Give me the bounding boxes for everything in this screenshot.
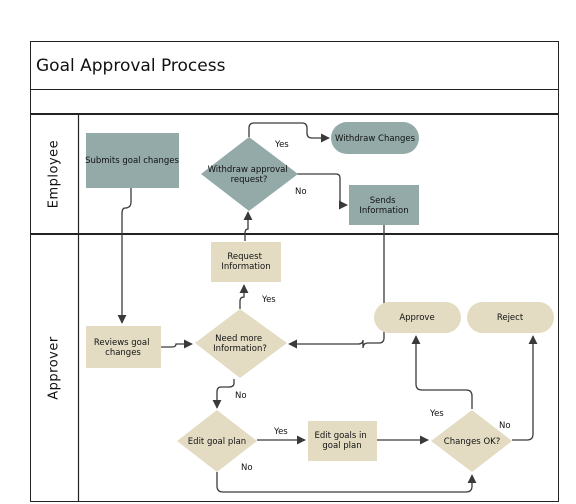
edge-label-changesok-no: No	[499, 421, 511, 431]
diagram-title: Goal Approval Process	[36, 56, 226, 76]
edge-label-needmore-no: No	[235, 391, 247, 401]
node-withdraw-approval-decision	[201, 137, 298, 211]
node-request-information	[211, 242, 281, 282]
edge-changesok-yes	[411, 335, 473, 409]
pool-frame	[30, 41, 559, 502]
node-reviews-goal-changes	[86, 326, 161, 368]
label-reviews-goal-changes: Reviews goal changes	[94, 338, 152, 358]
edge-label-editplan-no: No	[241, 463, 253, 473]
node-edit-goals-in-goal-plan	[308, 421, 377, 461]
lane-label-approver: Approver	[47, 336, 62, 400]
edge-changesok-no	[512, 335, 538, 441]
edge-reviews-to-needmore	[161, 339, 193, 349]
edge-submits-to-reviews	[117, 188, 132, 324]
label-withdraw-approval-decision: Withdraw approval request?	[208, 165, 291, 185]
label-submits-goal-changes: Submits goal changes	[85, 156, 179, 166]
edge-needmore-yes	[239, 284, 249, 309]
edge-sends-to-needmore	[288, 225, 385, 349]
node-sends-information	[349, 185, 419, 225]
node-approve	[374, 302, 461, 333]
label-changes-ok-decision: Changes OK?	[444, 437, 500, 447]
node-changes-ok-decision	[431, 410, 512, 472]
node-submits-goal-changes	[86, 133, 179, 188]
node-withdraw-changes	[331, 122, 419, 154]
label-need-more-information-decision: Need more Information?	[213, 334, 267, 354]
edge-label-needmore-yes: Yes	[261, 295, 276, 305]
edge-label-changesok-yes: Yes	[429, 409, 444, 419]
edge-withdraw-no	[297, 173, 348, 210]
edge-editplan-no	[216, 472, 477, 493]
label-reject: Reject	[497, 313, 524, 323]
edge-label-withdraw-yes: Yes	[274, 140, 289, 150]
label-approve: Approve	[399, 313, 434, 323]
node-need-more-information-decision	[195, 309, 287, 378]
edge-withdraw-yes	[248, 122, 330, 143]
node-edit-goal-plan-decision	[177, 410, 257, 472]
label-withdraw-changes: Withdraw Changes	[335, 134, 416, 144]
edge-label-editplan-yes: Yes	[273, 427, 288, 437]
edge-needmore-no	[212, 379, 235, 409]
edge-request-to-withdraw	[243, 211, 253, 241]
label-sends-information: Sends Information	[359, 196, 408, 216]
label-request-information: Request Information	[221, 252, 270, 272]
node-reject	[467, 302, 554, 333]
label-edit-goal-plan-decision: Edit goal plan	[188, 437, 246, 447]
edge-label-withdraw-no: No	[295, 187, 307, 197]
label-edit-goals-in-goal-plan: Edit goals in goal plan	[315, 431, 370, 451]
lane-label-employee: Employee	[47, 140, 62, 208]
